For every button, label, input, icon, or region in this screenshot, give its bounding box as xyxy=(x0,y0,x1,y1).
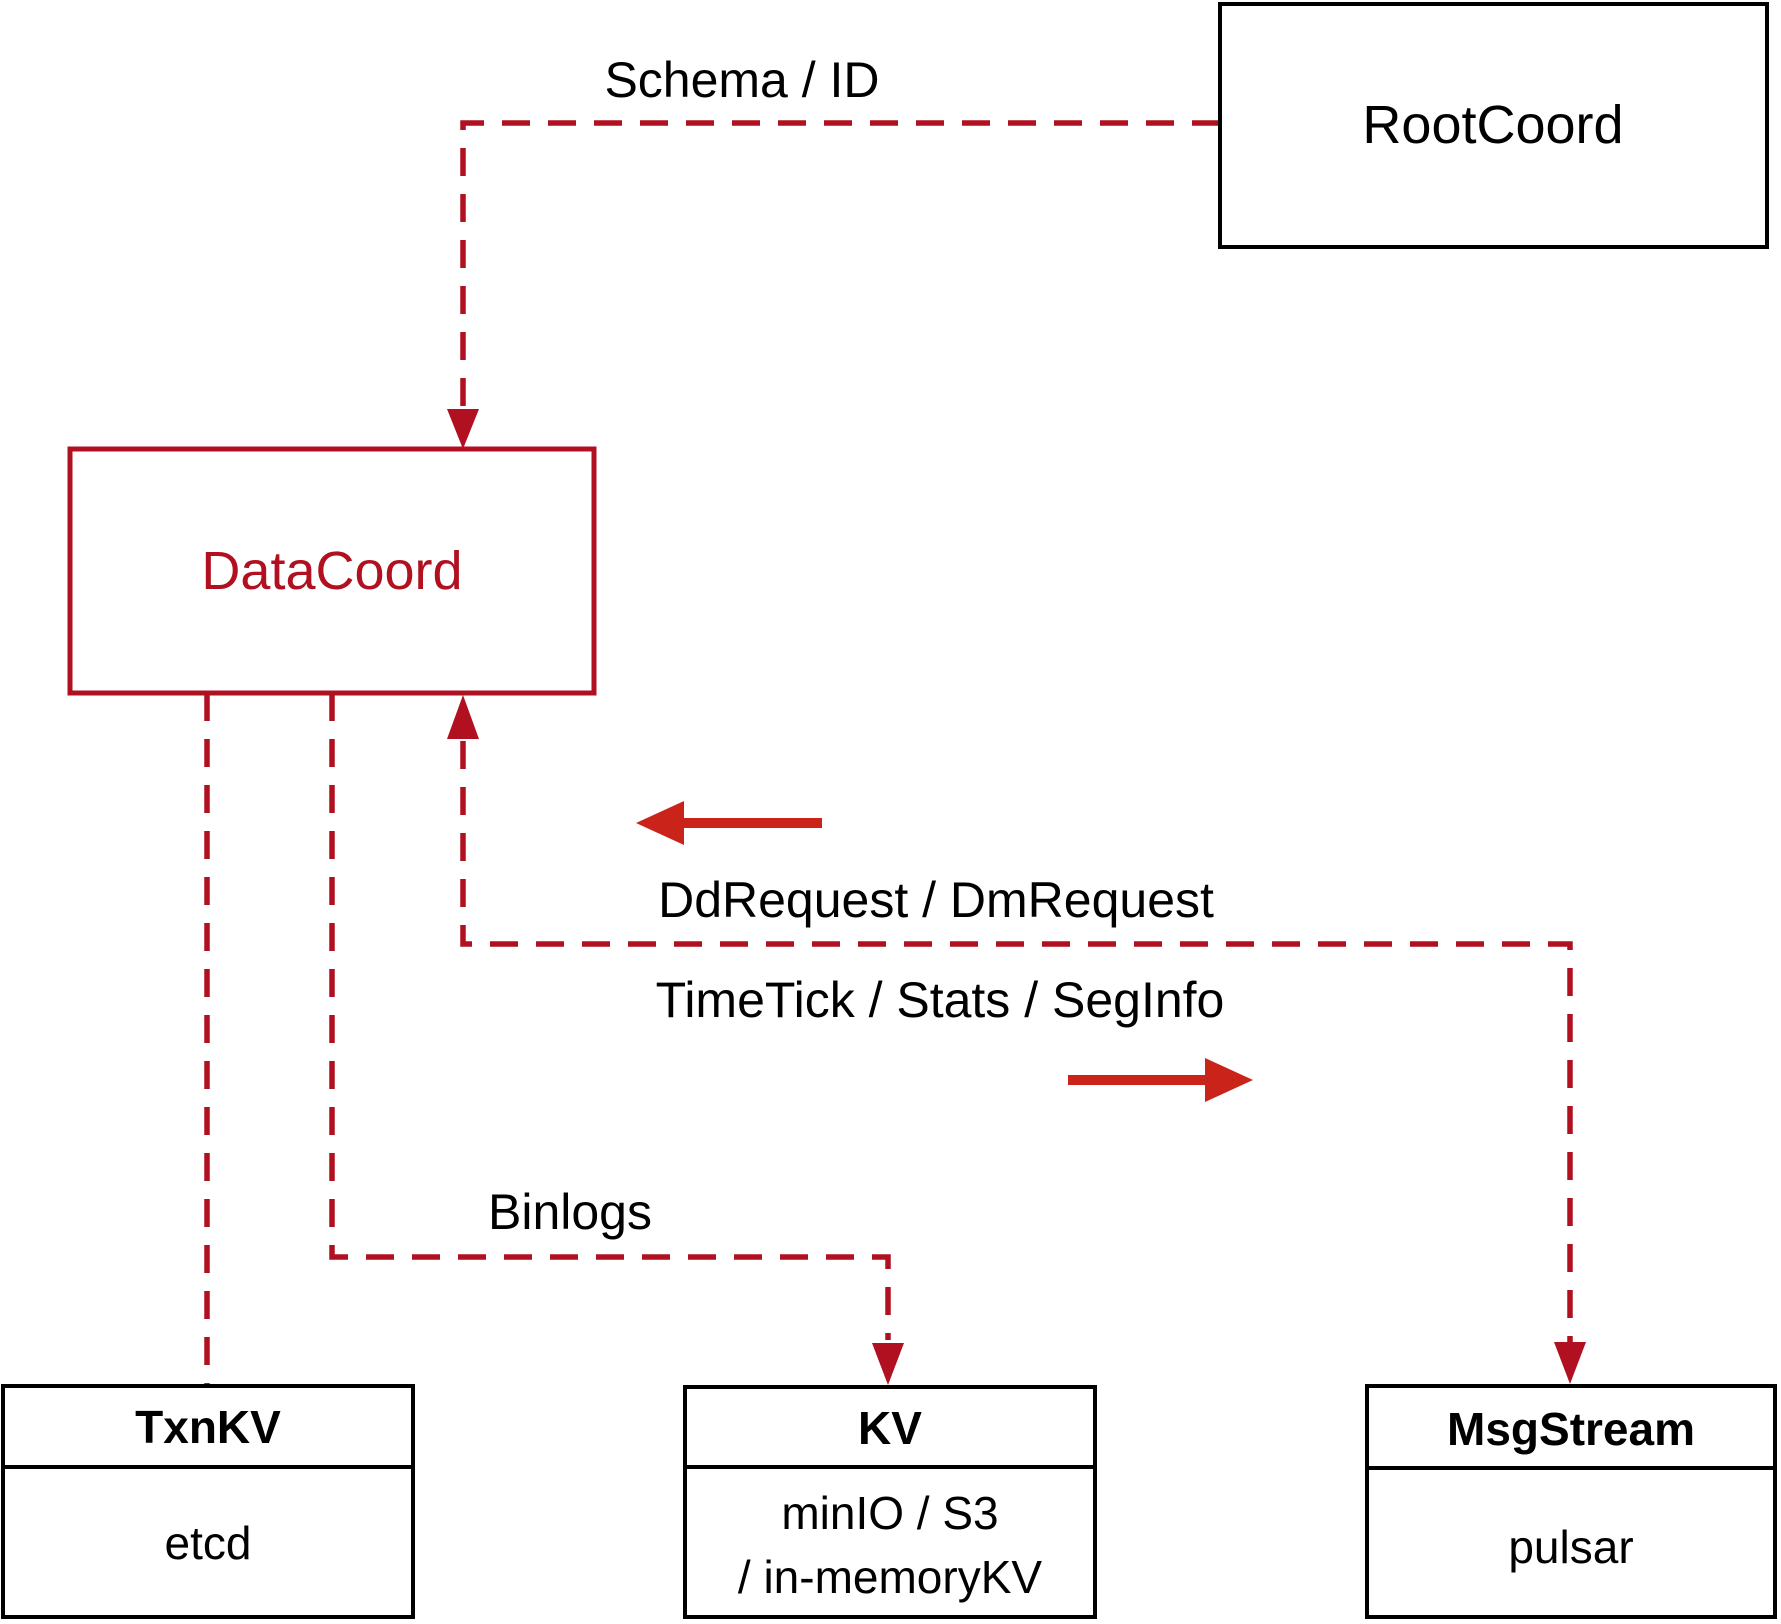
schema-id-edge: Schema / ID xyxy=(447,52,1220,449)
arrow-down-icon xyxy=(872,1343,904,1385)
binlogs-label: Binlogs xyxy=(488,1184,652,1240)
datacoord-label: DataCoord xyxy=(201,541,462,601)
kv-header-label: KV xyxy=(858,1402,922,1454)
binlogs-edge: Binlogs xyxy=(329,693,904,1385)
txnkv-body-label: etcd xyxy=(165,1517,252,1569)
msgstream-header-label: MsgStream xyxy=(1447,1403,1695,1455)
msgstream-box xyxy=(1365,1384,1777,1619)
kv-body-line2: / in-memoryKV xyxy=(738,1551,1042,1603)
msgstream-body-label: pulsar xyxy=(1508,1521,1633,1573)
ddrequest-timetick-connector xyxy=(460,741,1573,1342)
msgstream-node: MsgStream pulsar xyxy=(1365,1384,1777,1619)
txnkv-node: TxnKV etcd xyxy=(1,1384,415,1619)
schema-id-label: Schema / ID xyxy=(604,52,879,108)
rootcoord-node: RootCoord xyxy=(1218,2,1769,249)
arrow-down-icon xyxy=(447,409,479,449)
binlogs-connector xyxy=(329,693,891,1340)
txnkv-box xyxy=(1,1384,415,1619)
schema-id-connector xyxy=(460,120,1220,412)
right-direction-arrow-icon xyxy=(1068,1058,1253,1102)
txnkv-header-label: TxnKV xyxy=(135,1401,281,1453)
ddrequest-label: DdRequest / DmRequest xyxy=(658,872,1214,928)
kv-node: KV minIO / S3 / in-memoryKV xyxy=(683,1385,1097,1619)
left-direction-arrow-icon xyxy=(636,801,822,845)
arrow-up-icon xyxy=(447,695,479,739)
ddrequest-timetick-edge: DdRequest / DmRequest TimeTick / Stats /… xyxy=(447,695,1586,1384)
rootcoord-label: RootCoord xyxy=(1362,95,1623,155)
timetick-label: TimeTick / Stats / SegInfo xyxy=(656,972,1225,1028)
rootcoord-box xyxy=(1218,2,1769,249)
arrow-down-icon xyxy=(1554,1342,1586,1384)
kv-body-line1: minIO / S3 xyxy=(781,1487,998,1539)
kv-box xyxy=(683,1385,1097,1619)
datacoord-box xyxy=(67,446,597,696)
datacoord-node: DataCoord xyxy=(67,446,597,696)
